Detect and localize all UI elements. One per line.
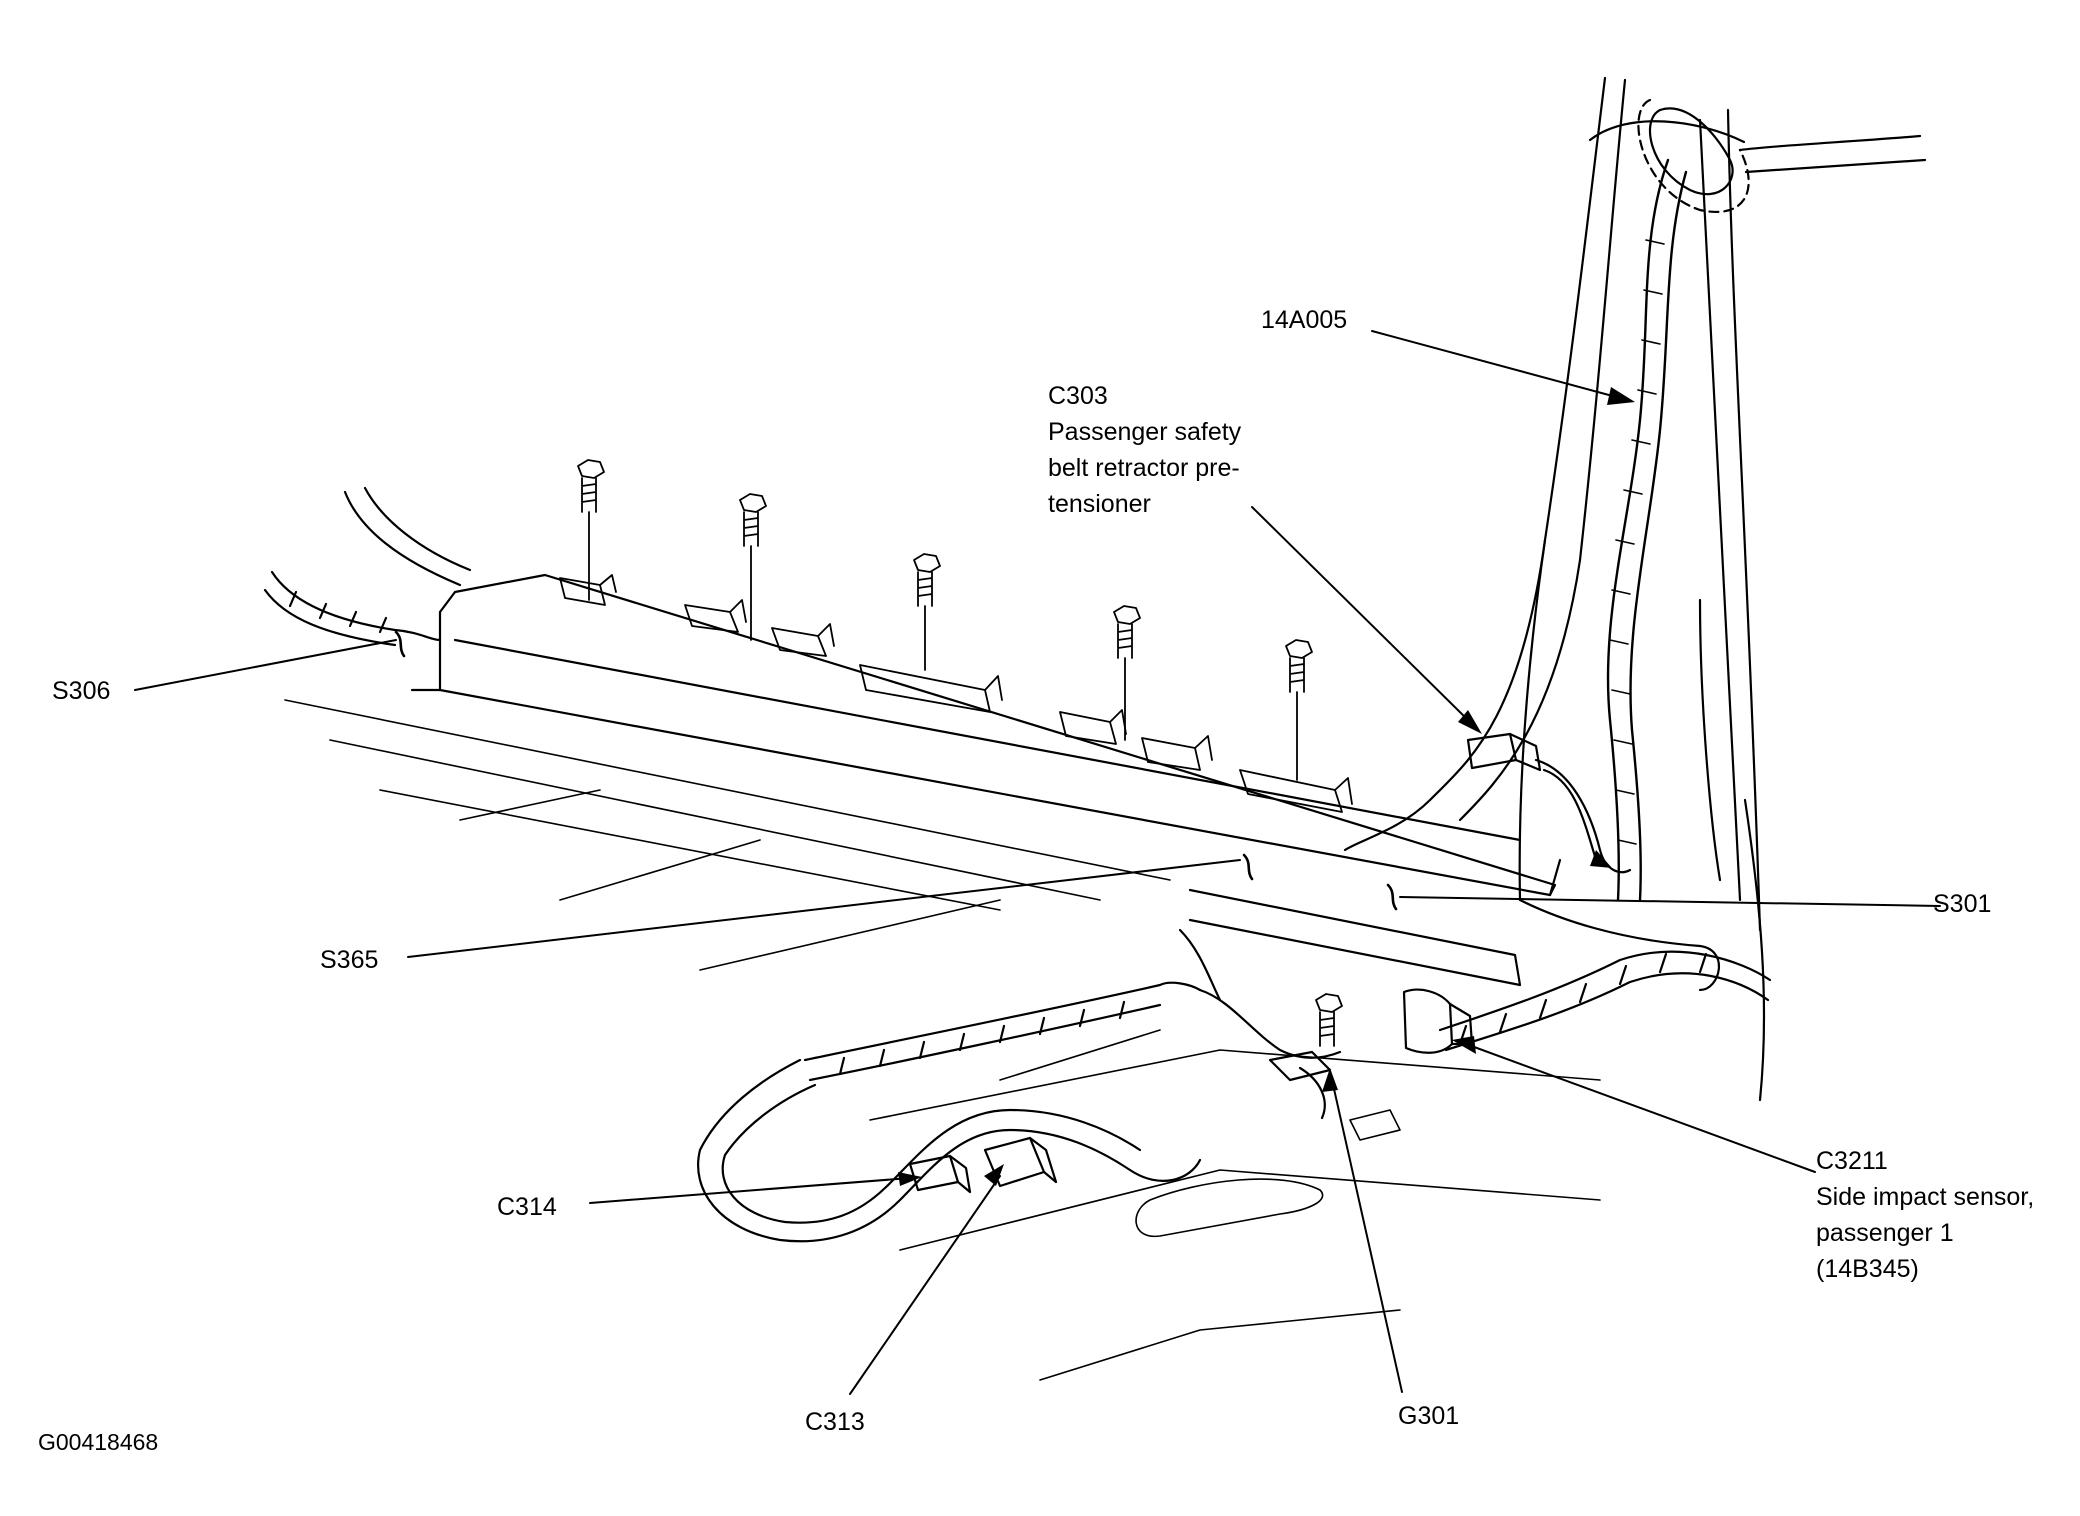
bolt <box>1285 639 1313 781</box>
label-s365: S365 <box>320 946 379 974</box>
label-s301: S301 <box>1933 890 1992 918</box>
pillar-harness <box>1606 158 1688 902</box>
bolt <box>1315 993 1343 1047</box>
floor-harness-right <box>1438 898 1772 1052</box>
label-c313: C313 <box>805 1408 865 1436</box>
label-c3211: C3211 Side impact sensor, passenger 1 (1… <box>1816 1147 2035 1283</box>
bolt <box>577 459 605 601</box>
label-s306: S306 <box>52 677 111 705</box>
arrowheads <box>898 387 1635 1186</box>
label-c314: C314 <box>497 1193 557 1221</box>
c303-connector <box>1466 732 1632 874</box>
scuff-plate <box>410 573 1562 987</box>
bolt <box>739 493 767 641</box>
figure-id: G00418468 <box>38 1429 159 1455</box>
label-g301: G301 <box>1398 1402 1460 1430</box>
c314-connector <box>908 1154 972 1194</box>
bolts <box>577 459 1343 1047</box>
splice-symbols <box>394 630 1398 911</box>
g301-ground <box>1268 1050 1332 1120</box>
bolt <box>1113 605 1141 741</box>
floor-harness-loop <box>697 928 1342 1243</box>
bolt <box>913 553 941 671</box>
left-harness <box>263 486 472 647</box>
leader-lines <box>134 330 1941 1395</box>
floor-pan <box>284 699 1601 1381</box>
label-c303: C303 Passenger safety belt retractor pre… <box>1048 382 1242 518</box>
belt-guide <box>1637 98 1927 213</box>
label-14a005: 14A005 <box>1261 306 1348 334</box>
b-pillar-outline <box>1343 76 1766 1102</box>
retainer-clips <box>559 574 1353 813</box>
